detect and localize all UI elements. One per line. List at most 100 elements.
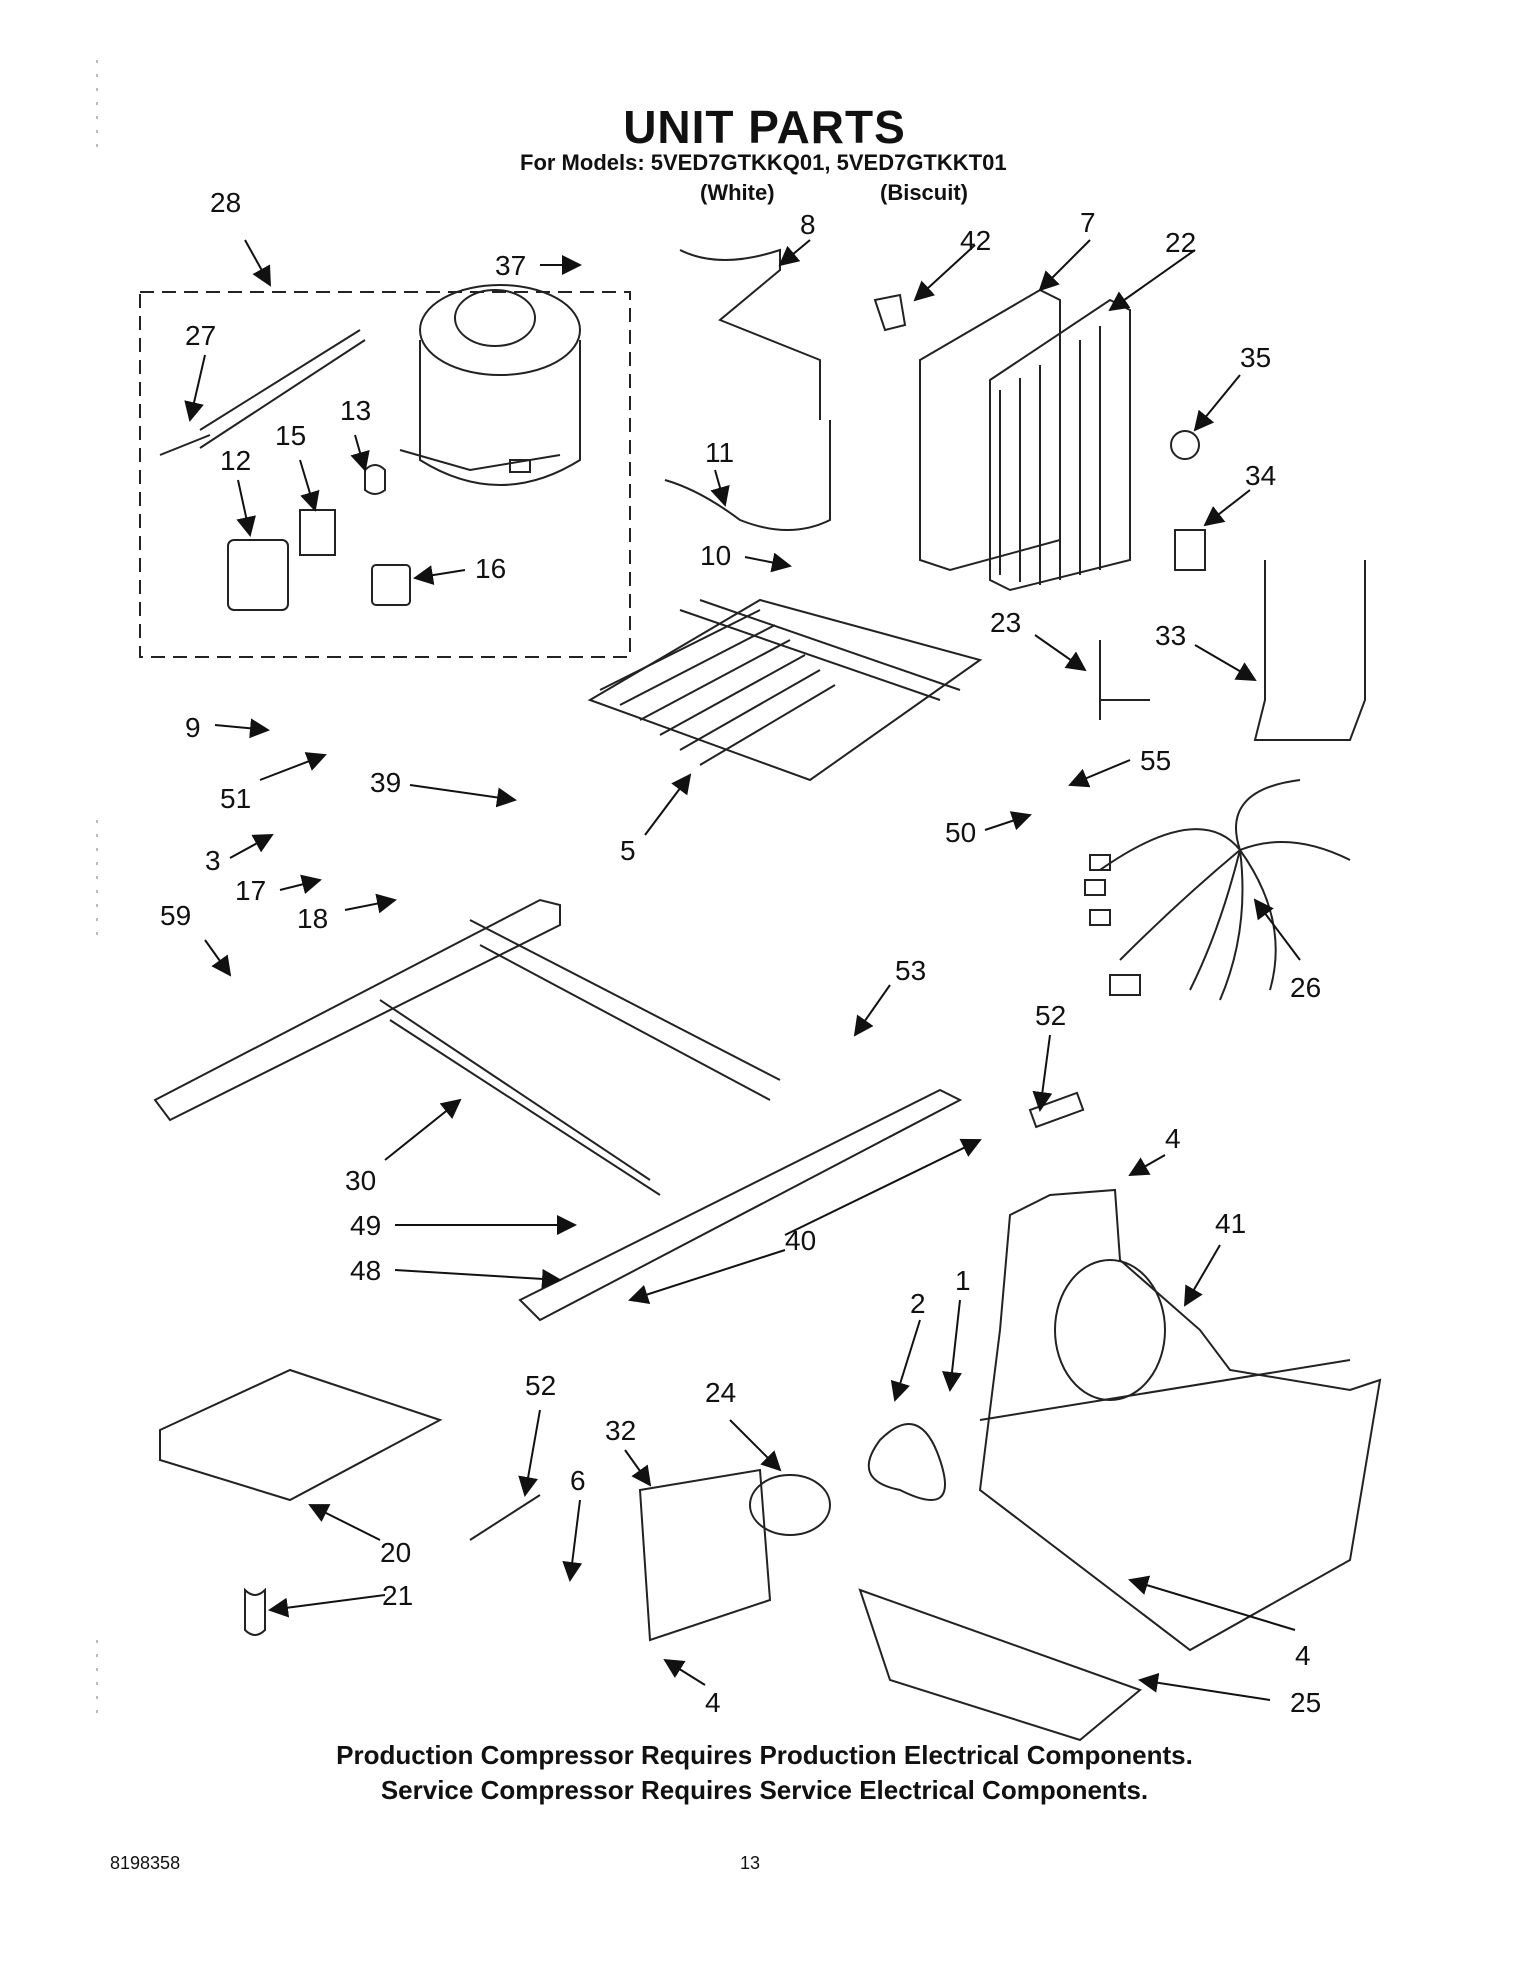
leader-28 (244, 239, 271, 287)
leader-25 (1138, 1672, 1271, 1701)
drain-pan-drawing (858, 1588, 1142, 1742)
scan-margin-mark (96, 60, 98, 150)
callout-21: 21 (382, 1580, 413, 1611)
part-23-drawing (1099, 640, 1150, 720)
callout-16: 16 (475, 553, 506, 584)
callout-24: 24 (705, 1377, 736, 1408)
leader-15 (299, 459, 320, 512)
callout-34: 34 (1245, 460, 1276, 491)
leader-13 (350, 434, 370, 472)
tube-8-drawing (679, 248, 821, 420)
callout-3: 5 (620, 835, 636, 866)
relay-drawing (227, 539, 289, 611)
leader-35 (1193, 374, 1241, 432)
callout-4c: 4 (705, 1687, 721, 1718)
callout-25: 25 (1290, 1687, 1321, 1718)
note-service: Service Compressor Requires Service Elec… (380, 1775, 1149, 1805)
leader-52a (1032, 1034, 1053, 1112)
leader-4b (1128, 1575, 1296, 1631)
callout-6: 6 (570, 1465, 586, 1496)
callout-30: 30 (345, 1165, 376, 1196)
callout-40: 40 (785, 1225, 816, 1256)
leader-17 (279, 874, 322, 895)
leader-51 (259, 752, 327, 781)
fan-shroud-drawing (978, 1188, 1382, 1652)
overload-drawing (299, 509, 336, 556)
compressor-drawing (399, 284, 581, 486)
callout-5: 3 (205, 845, 221, 876)
callout-28: 28 (210, 187, 241, 218)
models-line: For Models: 5VED7GTKKQ01, 5VED7GTKKT01 (520, 150, 1007, 175)
leader-7 (1038, 239, 1091, 292)
callout-23: 23 (990, 607, 1021, 638)
leader-21 (268, 1594, 386, 1618)
callout-52b: 52 (525, 1370, 556, 1401)
note-production: Production Compressor Requires Productio… (336, 1740, 1193, 1770)
scan-margin-mark (96, 1640, 98, 1720)
part-34-drawing (1174, 529, 1206, 571)
leader-18 (344, 893, 397, 914)
part-33-drawing (1253, 560, 1366, 741)
callout-11: 11 (705, 437, 734, 468)
leader-4c (663, 1658, 706, 1686)
fan-motor-drawing (749, 1474, 831, 1536)
condenser-coil-drawing (587, 598, 983, 782)
callout-37: 37 (495, 250, 526, 281)
leader-27 (184, 354, 206, 422)
strap-52a-drawing (1028, 1091, 1085, 1129)
leader-41 (1183, 1244, 1221, 1307)
tube-11-drawing (664, 420, 831, 531)
leader-50 (984, 811, 1032, 831)
callout-35: 35 (1240, 342, 1271, 373)
leader-11 (710, 469, 730, 507)
clip-drawing (364, 464, 386, 495)
callout-39: 39 (370, 767, 401, 798)
callout-42: 42 (960, 225, 991, 256)
callout-15: 15 (275, 420, 306, 451)
callout-9: 9 (185, 712, 201, 743)
leader-55 (1068, 759, 1131, 788)
part-21-drawing (244, 1587, 266, 1636)
callout-1: 1 (955, 1265, 971, 1296)
leader-16 (413, 565, 466, 586)
capacitor-drawing (371, 564, 411, 606)
callout-50: 50 (945, 817, 976, 848)
callout-22: 22 (1165, 227, 1196, 258)
page-title: UNIT PARTS (623, 101, 906, 153)
compressor-group-box (139, 291, 631, 658)
leader-40a (784, 1138, 982, 1236)
callout-7: 7 (1080, 207, 1096, 238)
callout-51: 51 (220, 783, 251, 814)
evaporator-drawing (919, 288, 1131, 592)
leader-12 (236, 479, 256, 537)
doc-number: 8198358 (110, 1853, 181, 1873)
callout-20: 20 (380, 1537, 411, 1568)
callout-4b: 4 (1295, 1640, 1311, 1671)
leader-59 (204, 939, 232, 977)
leader-1 (942, 1299, 962, 1392)
leader-6 (562, 1499, 583, 1582)
callout-48: 48 (350, 1255, 381, 1286)
leader-33 (1194, 644, 1257, 682)
page-number: 13 (740, 1853, 761, 1873)
callout-26: 26 (1290, 972, 1321, 1003)
leader-3 (644, 773, 692, 836)
part-35-drawing (1170, 430, 1200, 460)
wire-harness-drawing (1084, 779, 1351, 1001)
leader-24 (729, 1419, 782, 1472)
strap-52b-drawing (469, 1494, 541, 1541)
callout-8: 8 (800, 209, 816, 240)
callout-4a: 4 (1165, 1123, 1181, 1154)
leader-8 (778, 239, 811, 267)
leader-53 (853, 984, 891, 1037)
callout-17: 17 (235, 875, 266, 906)
leader-2 (890, 1319, 921, 1402)
leader-26 (1253, 898, 1301, 961)
leader-48 (394, 1268, 562, 1289)
part-42-drawing (873, 293, 907, 332)
callout-41: 41 (1215, 1208, 1246, 1239)
callout-10: 10 (700, 540, 731, 571)
leader-10 (744, 552, 792, 573)
callout-2: 2 (910, 1288, 926, 1319)
callout-27: 27 (185, 320, 216, 351)
